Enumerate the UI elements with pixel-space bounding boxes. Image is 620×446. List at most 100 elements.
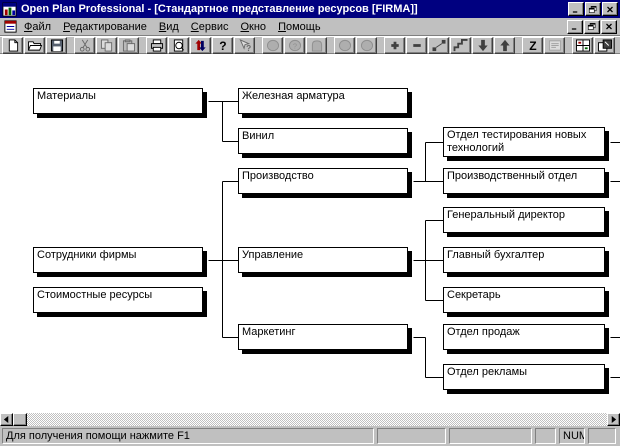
status-panel (449, 428, 532, 444)
resource-node-stoimostnye-resursy[interactable]: Стоимостные ресурсы (33, 287, 203, 313)
link-nodes-icon (431, 39, 447, 52)
resource-node-otdel-reklamy[interactable]: Отдел рекламы (443, 364, 605, 390)
window-controls (568, 2, 618, 16)
mdi-restore-button[interactable] (584, 19, 600, 34)
mdi-window-controls (567, 19, 617, 34)
window-split-icon (575, 38, 591, 52)
arrow-down-button[interactable] (472, 36, 493, 54)
plus-button[interactable] (384, 36, 405, 54)
scroll-right-button[interactable] (607, 413, 620, 426)
resource-node-otdel-testirovaniya[interactable]: Отдел тестирования новых технологий (443, 127, 605, 157)
app-icon (2, 1, 17, 17)
resource-node-generalnyj-direktor[interactable]: Генеральный директор (443, 207, 605, 233)
link-nodes-button[interactable] (428, 36, 449, 54)
toolbar-group: ? (262, 36, 328, 54)
menu-item-вид[interactable]: Вид (158, 20, 179, 33)
close-icon (604, 22, 614, 31)
print-button[interactable] (146, 36, 167, 54)
notes-page-button (544, 36, 565, 54)
paste-clipboard-button (118, 36, 139, 54)
scroll-left-button[interactable] (0, 413, 13, 426)
print-preview-button[interactable] (168, 36, 189, 54)
toolbar-group (74, 36, 140, 54)
help-question-icon: ? (215, 39, 231, 52)
new-document-icon (5, 38, 21, 52)
status-indicator-num: NUM (559, 428, 585, 444)
resource-node-glavnyj-buhgalter[interactable]: Главный бухгалтер (443, 247, 605, 273)
paste-clipboard-icon (121, 38, 137, 52)
new-document-button[interactable] (2, 36, 23, 54)
circle-shape-icon (337, 39, 353, 52)
window-arrange-icon (597, 38, 613, 52)
cut-scissors-button (74, 36, 95, 54)
help-question-button[interactable]: ? (212, 36, 233, 54)
scrollbar-track[interactable] (27, 413, 607, 426)
save-floppy-button[interactable] (46, 36, 67, 54)
plus-icon (387, 39, 403, 52)
status-message: Для получения помощи нажмите F1 (2, 428, 374, 444)
scrollbar-thumb[interactable] (13, 413, 27, 426)
rounded-top-shape-button (306, 36, 327, 54)
resource-node-vinil[interactable]: Винил (238, 128, 408, 154)
print-preview-icon (171, 38, 187, 52)
arrow-left-icon (3, 416, 10, 423)
toolbar-group (384, 36, 516, 54)
window-arrange-button[interactable] (594, 36, 615, 54)
mdi-close-button[interactable] (601, 19, 617, 34)
menu-item-редактирование[interactable]: Редактирование (63, 20, 147, 33)
resource-node-upravlenie[interactable]: Управление (238, 247, 408, 273)
resource-node-proizvodstvo[interactable]: Производство (238, 168, 408, 194)
menu-item-сервис[interactable]: Сервис (190, 20, 229, 33)
mdi-minimize-button[interactable] (567, 19, 583, 34)
resource-node-otdel-prodazh[interactable]: Отдел продаж (443, 324, 605, 350)
step-chart-button[interactable] (450, 36, 471, 54)
title-bar: Open Plan Professional - [Стандартное пр… (0, 0, 620, 18)
open-folder-button[interactable] (24, 36, 45, 54)
resource-node-proizvodstvennyj-otdel[interactable]: Производственный отдел (443, 168, 605, 194)
menu-bar: Файл Редактирование Вид Сервис Окно Помощь (0, 18, 620, 36)
z-letter-button[interactable]: Z (522, 36, 543, 54)
circle-shape-button (334, 36, 355, 54)
horizontal-scrollbar[interactable] (0, 413, 620, 426)
circle-shape-icon (359, 39, 375, 52)
toolbar: ??? Z (0, 36, 620, 54)
cut-scissors-icon (77, 39, 93, 52)
close-icon (605, 5, 615, 14)
circle-mark-shape-icon: ? (287, 39, 303, 52)
save-floppy-icon (49, 38, 65, 52)
minus-button[interactable] (406, 36, 427, 54)
resource-node-materialy[interactable]: Материалы (33, 88, 203, 114)
resource-node-zheleznaya-armatura[interactable]: Железная арматура (238, 88, 408, 114)
svg-text:?: ? (219, 39, 226, 52)
arrow-right-icon (610, 416, 617, 423)
restore-icon (587, 22, 597, 31)
arrow-up-button[interactable] (494, 36, 515, 54)
menu-items: Файл Редактирование Вид Сервис Окно Помощь (18, 20, 563, 34)
status-bar: Для получения помощи нажмите F1 NUM (0, 426, 620, 446)
minimize-button[interactable] (568, 2, 584, 16)
toolbar-group (572, 36, 616, 54)
minimize-icon (570, 22, 580, 31)
resource-node-sotrudniki-firmy[interactable]: Сотрудники фирмы (33, 247, 203, 273)
z-letter-icon: Z (525, 39, 541, 52)
close-button[interactable] (602, 2, 618, 16)
window-split-button[interactable] (572, 36, 593, 54)
resource-node-sekretar[interactable]: Секретарь (443, 287, 605, 313)
menu-item-файл[interactable]: Файл (24, 20, 52, 33)
svg-text:Z: Z (529, 39, 537, 52)
minimize-icon (571, 5, 581, 14)
step-chart-icon (453, 38, 469, 52)
restore-button[interactable] (585, 2, 601, 16)
transfer-arrows-button[interactable] (190, 36, 211, 54)
menu-item-окно[interactable]: Окно (240, 20, 267, 33)
restore-icon (588, 5, 598, 14)
copy-pages-icon (99, 38, 115, 52)
open-folder-icon (27, 39, 43, 52)
context-help-icon: ? (237, 38, 253, 52)
rounded-top-shape-icon (309, 39, 325, 52)
menu-item-помощь[interactable]: Помощь (278, 20, 321, 33)
status-panel (588, 428, 616, 444)
resource-node-marketing[interactable]: Маркетинг (238, 324, 408, 350)
